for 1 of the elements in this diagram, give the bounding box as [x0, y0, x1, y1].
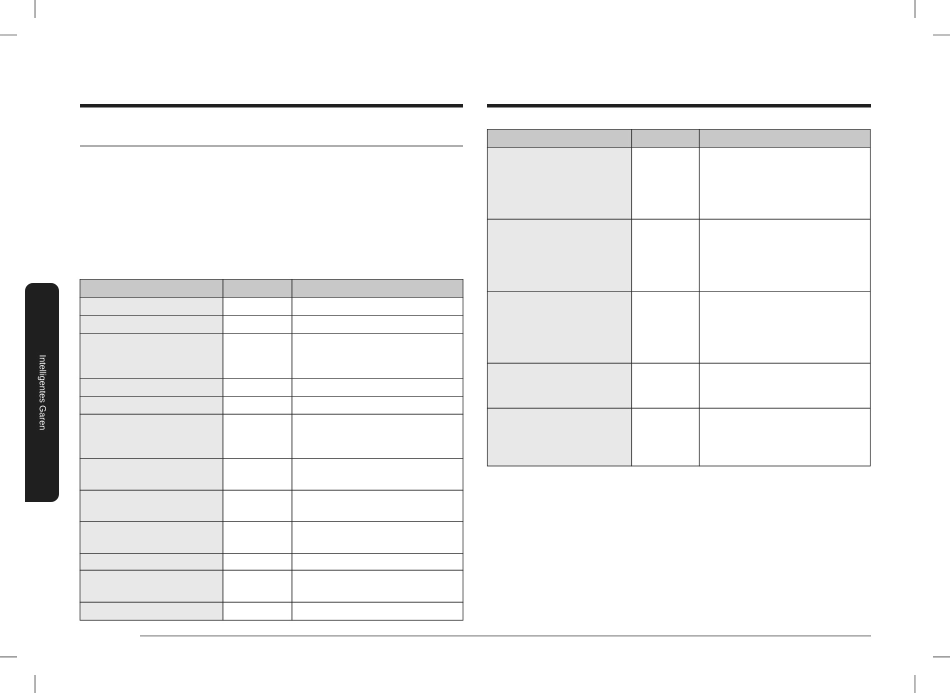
side-tab: Intelligentes Garen	[25, 283, 59, 502]
